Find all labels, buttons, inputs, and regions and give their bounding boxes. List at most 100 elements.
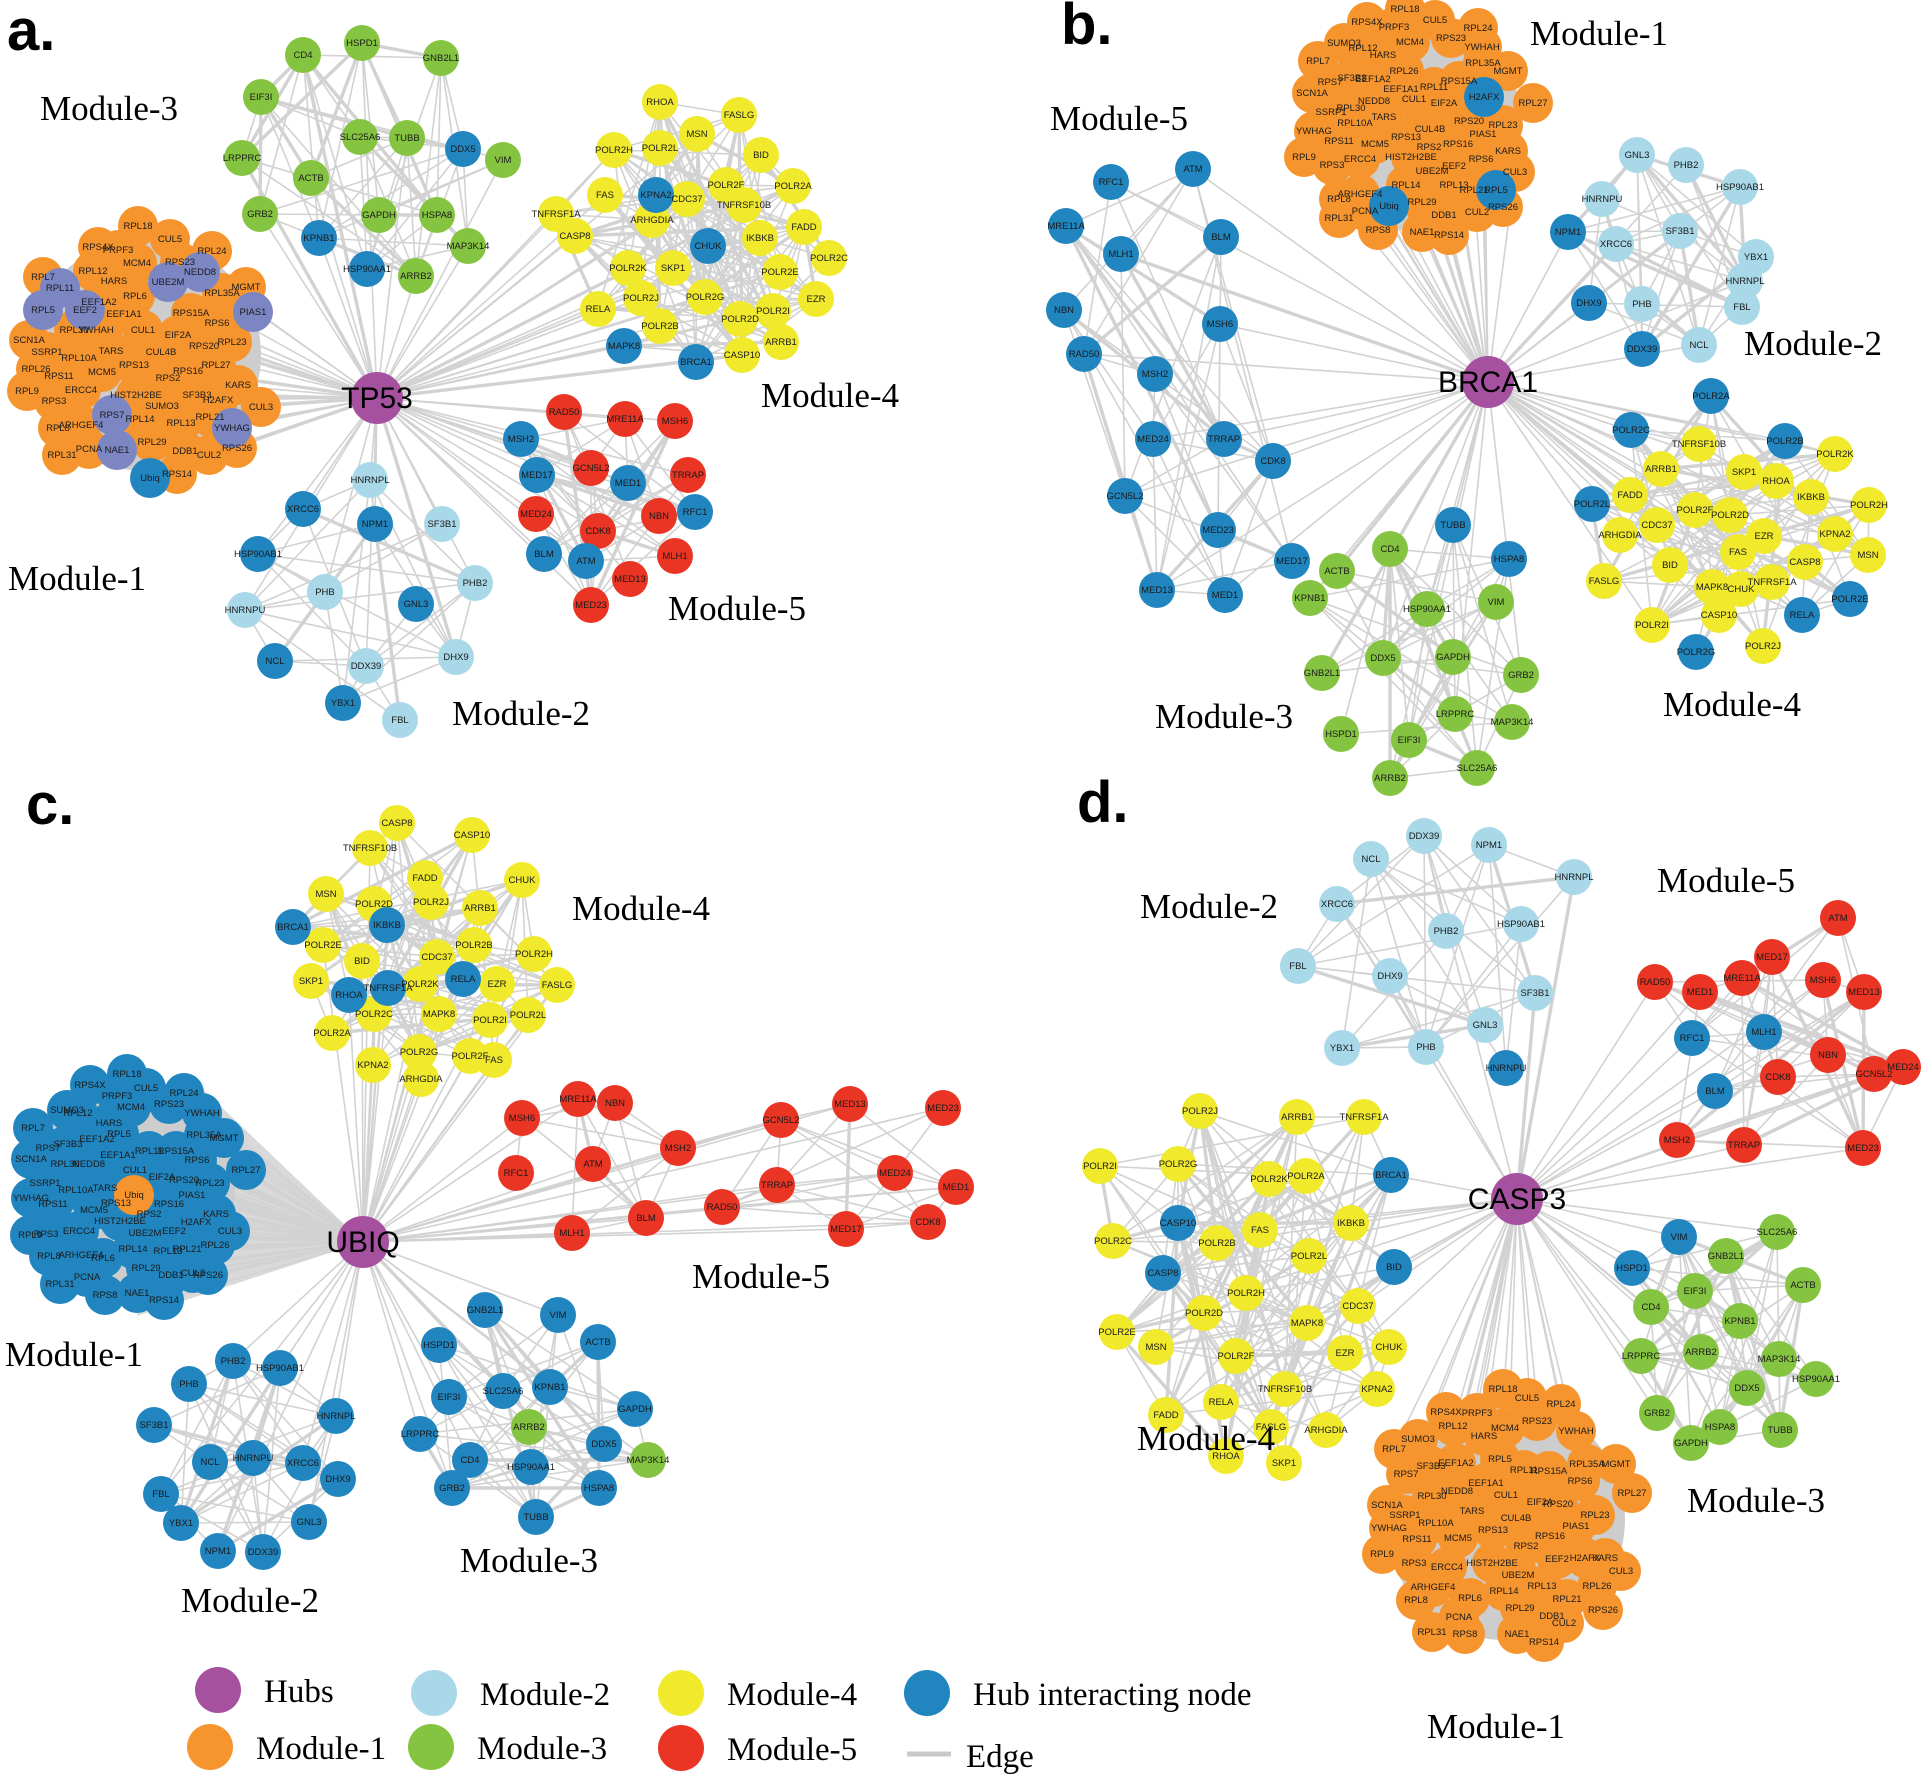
- svg-text:BRCA1: BRCA1: [680, 357, 712, 368]
- svg-text:SCN1A: SCN1A: [15, 1154, 47, 1165]
- svg-text:RPL31: RPL31: [45, 1279, 74, 1290]
- svg-text:HSP90AB1: HSP90AB1: [1497, 919, 1545, 930]
- svg-text:MRE11A: MRE11A: [1723, 973, 1761, 984]
- svg-text:RPL23: RPL23: [217, 337, 246, 348]
- svg-text:RPL11: RPL11: [1420, 82, 1448, 93]
- svg-text:ARHGDIA: ARHGDIA: [630, 215, 674, 226]
- svg-text:HSP90AA1: HSP90AA1: [1792, 1374, 1840, 1385]
- svg-text:POLR2I: POLR2I: [1083, 1161, 1117, 1172]
- svg-text:RPS4X: RPS4X: [1351, 17, 1383, 28]
- svg-text:MSN: MSN: [1145, 1342, 1166, 1353]
- svg-text:ARHGDIA: ARHGDIA: [1304, 1425, 1348, 1436]
- svg-text:HIST2H2BE: HIST2H2BE: [110, 390, 162, 401]
- svg-text:HSPD1: HSPD1: [423, 1340, 455, 1351]
- svg-text:RPS6: RPS6: [205, 318, 230, 329]
- svg-text:CUL4B: CUL4B: [1501, 1513, 1532, 1524]
- svg-text:ATM: ATM: [1828, 913, 1847, 924]
- svg-text:MRE11A: MRE11A: [606, 414, 644, 425]
- svg-text:RPS4X: RPS4X: [82, 242, 114, 253]
- svg-text:POLR2B: POLR2B: [455, 940, 493, 951]
- svg-text:FBL: FBL: [1733, 302, 1750, 313]
- svg-text:Module-1: Module-1: [1427, 1707, 1565, 1746]
- svg-text:RPL31: RPL31: [47, 450, 76, 461]
- svg-text:RPL9: RPL9: [1292, 152, 1316, 163]
- svg-text:POLR2A: POLR2A: [313, 1028, 351, 1039]
- svg-text:RPL12: RPL12: [1348, 43, 1377, 54]
- svg-text:NEDD8: NEDD8: [184, 267, 216, 278]
- svg-text:POLR2C: POLR2C: [355, 1009, 393, 1020]
- svg-text:RPL18: RPL18: [1390, 4, 1419, 15]
- svg-text:RPL6: RPL6: [123, 291, 147, 302]
- svg-text:LRPPRC: LRPPRC: [1622, 1351, 1661, 1362]
- svg-text:HSPA8: HSPA8: [1705, 1422, 1735, 1433]
- svg-text:RPL8: RPL8: [46, 423, 70, 434]
- svg-text:RPS13: RPS13: [119, 360, 149, 371]
- svg-text:EEF1A1: EEF1A1: [1383, 84, 1418, 95]
- svg-text:POLR2E: POLR2E: [304, 940, 342, 951]
- svg-text:H2AFX: H2AFX: [181, 1217, 212, 1228]
- svg-text:MLH1: MLH1: [1108, 249, 1133, 260]
- svg-text:RPS6: RPS6: [1568, 1476, 1593, 1487]
- svg-text:Module-1: Module-1: [1530, 14, 1668, 53]
- svg-text:POLR2H: POLR2H: [515, 949, 553, 960]
- svg-text:RPL31: RPL31: [1417, 1627, 1446, 1638]
- svg-text:UBIQ: UBIQ: [326, 1226, 399, 1259]
- svg-text:SUMO3: SUMO3: [1327, 38, 1361, 49]
- svg-text:BID: BID: [1386, 1262, 1402, 1273]
- svg-text:MAPK8: MAPK8: [1696, 582, 1728, 593]
- svg-text:HNRNPU: HNRNPU: [233, 1453, 274, 1464]
- svg-text:RPL24: RPL24: [1546, 1399, 1575, 1410]
- svg-text:XRCC6: XRCC6: [287, 504, 319, 515]
- svg-text:RPL35A: RPL35A: [204, 288, 240, 299]
- svg-text:VIM: VIM: [1671, 1232, 1688, 1243]
- svg-text:Hub interacting node: Hub interacting node: [973, 1677, 1252, 1713]
- svg-text:EEF2: EEF2: [1545, 1554, 1569, 1565]
- svg-text:VIM: VIM: [550, 1310, 567, 1321]
- svg-text:RPS16: RPS16: [1443, 139, 1473, 150]
- svg-text:ARHGEF4: ARHGEF4: [59, 1250, 104, 1261]
- svg-text:CD4: CD4: [1641, 1302, 1660, 1313]
- svg-text:POLR2I: POLR2I: [1635, 620, 1669, 631]
- svg-text:NBN: NBN: [605, 1098, 625, 1109]
- svg-text:PCNA: PCNA: [76, 444, 103, 455]
- svg-text:MAP3K14: MAP3K14: [627, 1455, 670, 1466]
- svg-text:ARRB2: ARRB2: [400, 271, 432, 282]
- svg-text:ERCC4: ERCC4: [63, 1226, 95, 1237]
- svg-text:KPNA2: KPNA2: [1819, 529, 1850, 540]
- svg-text:RPL11: RPL11: [135, 1146, 163, 1157]
- svg-text:FASLG: FASLG: [724, 110, 755, 121]
- svg-text:POLR2D: POLR2D: [355, 899, 393, 910]
- svg-text:CUL1: CUL1: [123, 1165, 147, 1176]
- svg-text:ARHGDIA: ARHGDIA: [399, 1074, 443, 1085]
- svg-text:BRCA1: BRCA1: [1438, 366, 1538, 399]
- svg-text:Module-2: Module-2: [181, 1581, 319, 1620]
- svg-text:UBE2M: UBE2M: [1502, 1570, 1535, 1581]
- svg-text:RPS7: RPS7: [1318, 77, 1343, 88]
- svg-text:HNRNPL: HNRNPL: [1725, 276, 1764, 287]
- svg-text:POLR2H: POLR2H: [1227, 1288, 1265, 1299]
- svg-text:TUBB: TUBB: [1767, 1425, 1792, 1436]
- svg-text:NBN: NBN: [649, 511, 669, 522]
- svg-text:RPL5: RPL5: [1488, 1454, 1512, 1465]
- svg-text:GAPDH: GAPDH: [618, 1404, 652, 1415]
- svg-text:RPL14: RPL14: [1489, 1586, 1518, 1597]
- svg-text:LRPPRC: LRPPRC: [223, 153, 262, 164]
- svg-text:RPL7: RPL7: [21, 1123, 45, 1134]
- svg-text:MRE11A: MRE11A: [559, 1094, 597, 1105]
- svg-text:EZR: EZR: [1336, 1348, 1355, 1359]
- svg-text:RPL35A: RPL35A: [1569, 1459, 1605, 1470]
- svg-text:DDX5: DDX5: [450, 144, 475, 155]
- svg-text:GNL3: GNL3: [404, 599, 429, 610]
- svg-text:MSH6: MSH6: [1810, 975, 1836, 986]
- svg-text:RPS13: RPS13: [101, 1198, 131, 1209]
- svg-text:RPL13: RPL13: [1439, 180, 1468, 191]
- svg-text:HNRNPL: HNRNPL: [316, 1411, 355, 1422]
- svg-text:GCN5L2: GCN5L2: [573, 463, 610, 474]
- svg-text:ACTB: ACTB: [585, 1337, 610, 1348]
- svg-text:GNB2L1: GNB2L1: [423, 53, 459, 64]
- svg-text:DDB1: DDB1: [1539, 1611, 1564, 1622]
- svg-text:SF3B1: SF3B1: [1665, 226, 1694, 237]
- svg-text:KPNA2: KPNA2: [357, 1060, 388, 1071]
- svg-text:RPL26: RPL26: [200, 1240, 229, 1251]
- svg-text:MED17: MED17: [1276, 556, 1308, 567]
